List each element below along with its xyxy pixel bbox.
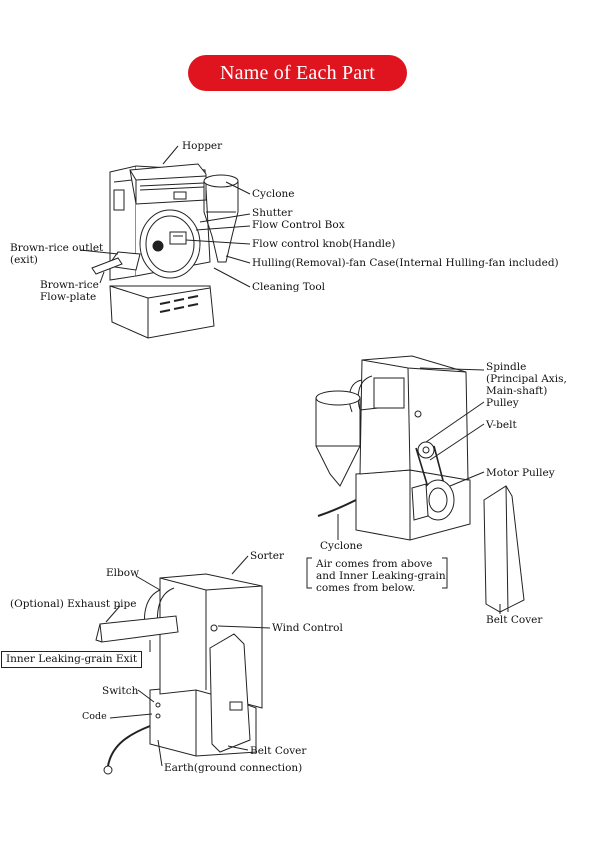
- label-v-belt: V-belt: [486, 419, 517, 431]
- label-elbow: Elbow: [106, 567, 140, 579]
- label-wind-control: Wind Control: [272, 622, 343, 634]
- label-cyclone-2: Cyclone: [320, 540, 363, 552]
- label-brown-rice-plate: Brown-rice: [40, 279, 99, 291]
- label-brown-rice-flow-plate: Flow-plate: [40, 291, 97, 303]
- label-exhaust-pipe: (Optional) Exhaust pipe: [10, 598, 137, 610]
- label-hopper: Hopper: [182, 140, 223, 152]
- label-inner-leaking-grain-exit: Inner Leaking-grain Exit: [1, 651, 143, 668]
- label-belt-cover-1: Belt Cover: [486, 614, 543, 626]
- note-air-line-1: Air comes from above: [316, 558, 433, 570]
- machine-side-pulley-view: [306, 355, 525, 614]
- label-motor-pulley: Motor Pulley: [486, 467, 555, 479]
- label-sorter: Sorter: [250, 550, 284, 562]
- page-title: Name of Each Part: [188, 55, 407, 91]
- label-belt-cover-2: Belt Cover: [250, 745, 307, 757]
- machine-front-view: [79, 145, 251, 339]
- label-spindle-principal-axis: (Principal Axis,: [486, 373, 567, 385]
- label-brown-rice-outlet-exit: (exit): [10, 254, 38, 266]
- label-spindle-main-shaft: Main-shaft): [486, 385, 548, 397]
- label-earth: Earth(ground connection): [164, 762, 303, 774]
- label-brown-rice-outlet: Brown-rice outlet: [10, 242, 104, 254]
- label-flow-control-knob: Flow control knob(Handle): [252, 238, 396, 250]
- label-switch: Switch: [102, 685, 139, 697]
- label-shutter: Shutter: [252, 207, 293, 219]
- label-flow-control-box: Flow Control Box: [252, 219, 345, 231]
- label-cyclone-1: Cyclone: [252, 188, 295, 200]
- label-hulling-fan-case: Hulling(Removal)-fan Case(Internal Hulli…: [252, 257, 559, 269]
- label-pulley: Pulley: [486, 397, 519, 409]
- machine-rear-exhaust-view: [95, 555, 271, 775]
- note-air-line-2: and Inner Leaking-grain: [316, 570, 446, 582]
- label-code: Code: [82, 711, 107, 722]
- note-air-line-3: comes from below.: [316, 582, 416, 594]
- label-spindle: Spindle: [486, 361, 527, 373]
- label-cleaning-tool: Cleaning Tool: [252, 281, 325, 293]
